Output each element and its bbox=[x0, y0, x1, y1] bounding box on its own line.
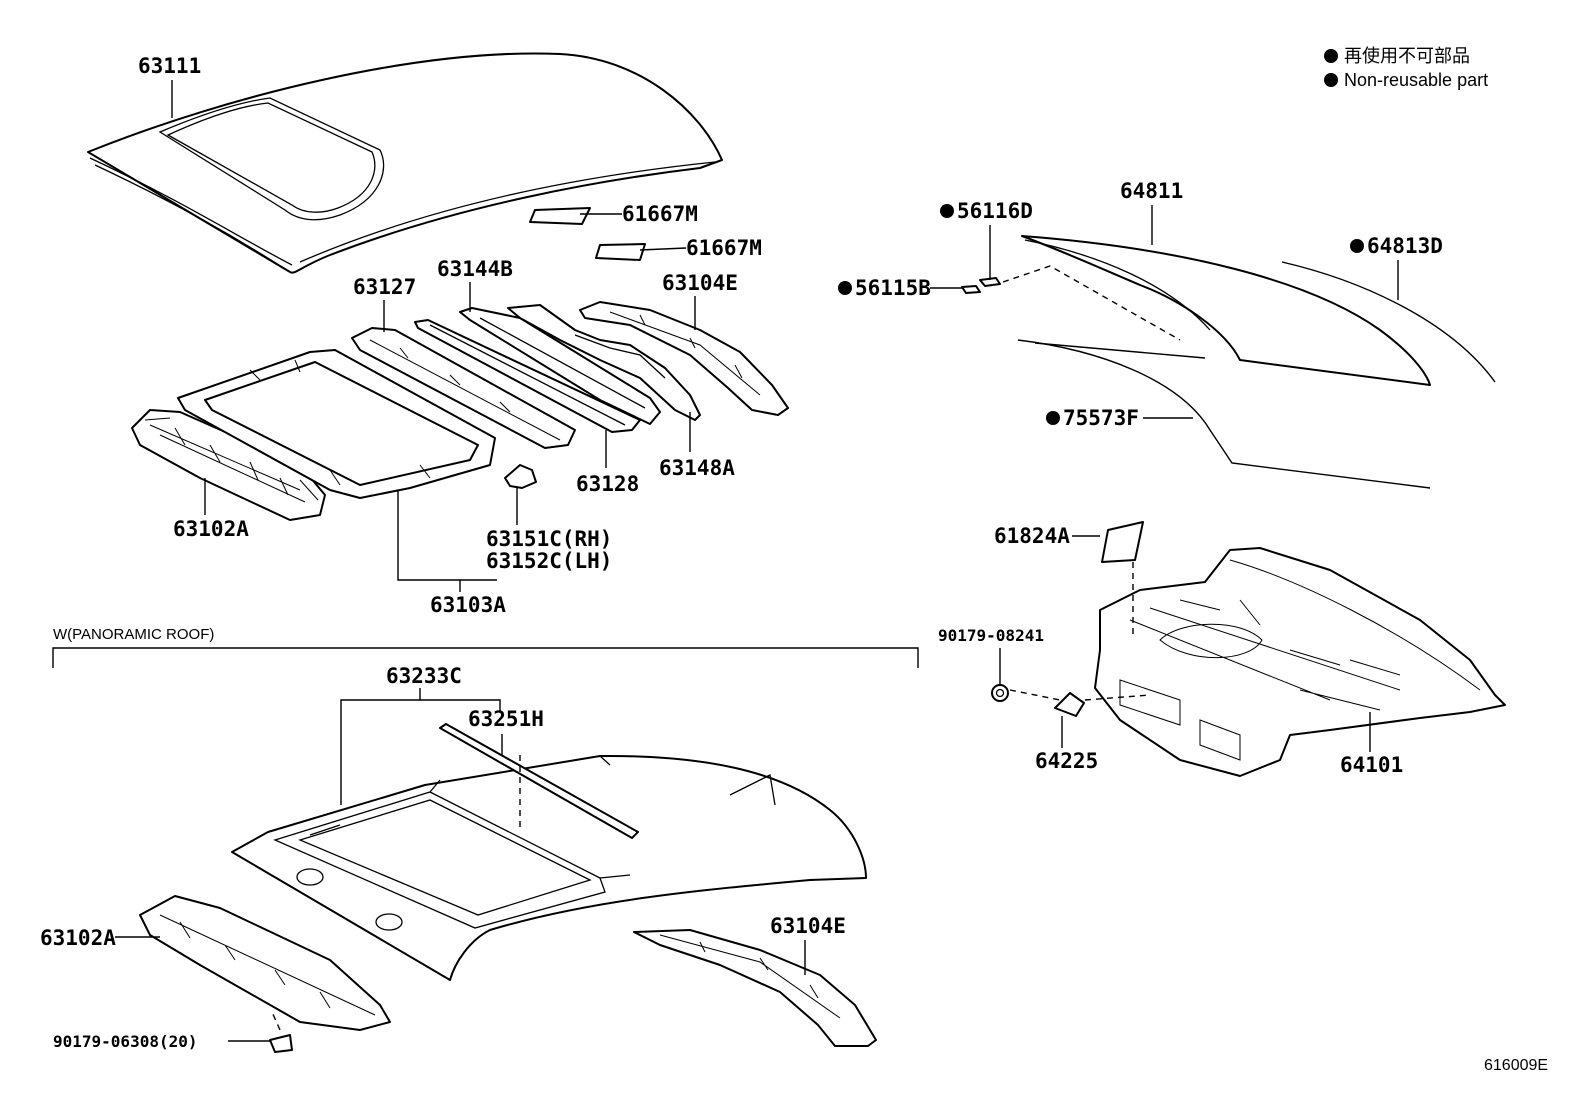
clip-90179-06308[interactable] bbox=[269, 1034, 293, 1053]
sunroof-frame-63103A[interactable] bbox=[177, 349, 496, 499]
non-reusable-dot-icon bbox=[1324, 49, 1338, 63]
bracket-63151C-63152C[interactable] bbox=[504, 464, 537, 489]
roof-rail-63104E-top[interactable] bbox=[579, 301, 789, 416]
leader-lines bbox=[115, 80, 1399, 1042]
dashed-guide bbox=[271, 1011, 281, 1031]
front-header-63102A-top[interactable] bbox=[131, 409, 326, 521]
section-label: W(PANORAMIC ROOF) bbox=[53, 626, 214, 643]
label-64225[interactable]: 64225 bbox=[1035, 749, 1098, 773]
label-63102A-top[interactable]: 63102A bbox=[173, 517, 249, 541]
label-64811[interactable]: 64811 bbox=[1120, 179, 1183, 203]
non-reusable-dot-icon bbox=[1350, 239, 1364, 253]
label-63127[interactable]: 63127 bbox=[353, 275, 416, 299]
label-63102A-bottom[interactable]: 63102A bbox=[40, 926, 116, 950]
legend-jp: 再使用不可部品 bbox=[1344, 46, 1470, 66]
label-64813D[interactable]: 64813D bbox=[1367, 234, 1443, 258]
label-56115B[interactable]: 56115B bbox=[855, 276, 931, 300]
label-61667M-a[interactable]: 61667M bbox=[622, 202, 698, 226]
bracket-64225[interactable] bbox=[1054, 692, 1085, 717]
roof-rail-63104E-bottom[interactable] bbox=[633, 929, 877, 1047]
non-reusable-dot-icon bbox=[1046, 411, 1060, 425]
weatherstrip-63251H[interactable] bbox=[439, 723, 639, 839]
roof-bow-63144B[interactable] bbox=[459, 307, 661, 425]
roof-bow-63127[interactable] bbox=[351, 327, 576, 449]
dashed-guide bbox=[1002, 265, 1181, 341]
label-63111[interactable]: 63111 bbox=[138, 54, 201, 78]
panoramic-section-bracket bbox=[52, 647, 919, 668]
dashed-guide bbox=[1009, 689, 1151, 701]
label-90179-08241[interactable]: 90179-08241 bbox=[938, 626, 1044, 645]
label-63103A[interactable]: 63103A bbox=[430, 593, 506, 617]
label-63251H[interactable]: 63251H bbox=[468, 707, 544, 731]
roof-panel-63111[interactable] bbox=[87, 52, 723, 274]
rear-panel-64101[interactable] bbox=[1094, 547, 1506, 777]
label-63152C[interactable]: 63152C(LH) bbox=[486, 549, 612, 573]
back-window-glass-64811[interactable] bbox=[1021, 235, 1431, 386]
legend-en: Non-reusable part bbox=[1344, 70, 1488, 90]
label-63233C[interactable]: 63233C bbox=[386, 664, 462, 688]
legend: 再使用不可部品 Non-reusable part bbox=[1324, 46, 1488, 90]
non-reusable-dot-icon bbox=[1324, 73, 1338, 87]
label-63104E-bottom[interactable]: 63104E bbox=[770, 914, 846, 938]
label-63144B[interactable]: 63144B bbox=[437, 257, 513, 281]
nut-90179-08241[interactable] bbox=[991, 684, 1009, 702]
pad-61824A[interactable] bbox=[1101, 521, 1144, 563]
roof-bow-63128[interactable] bbox=[414, 319, 641, 433]
label-63104E-top[interactable]: 63104E bbox=[662, 271, 738, 295]
roof-panel-63233C[interactable] bbox=[231, 754, 867, 981]
label-61667M-b[interactable]: 61667M bbox=[686, 236, 762, 260]
pad-61667M-a[interactable] bbox=[529, 207, 591, 225]
label-63148A[interactable]: 63148A bbox=[659, 456, 735, 480]
label-75573F[interactable]: 75573F bbox=[1063, 406, 1139, 430]
label-63151C[interactable]: 63151C(RH) bbox=[486, 527, 612, 551]
label-64101[interactable]: 64101 bbox=[1340, 753, 1403, 777]
label-90179-06308[interactable]: 90179-06308(20) bbox=[53, 1032, 198, 1051]
pad-61667M-b[interactable] bbox=[595, 243, 646, 261]
front-header-63102A-bottom[interactable] bbox=[139, 895, 391, 1031]
non-reusable-dot-icon bbox=[838, 281, 852, 295]
molding-75573F[interactable] bbox=[1017, 339, 1431, 489]
non-reusable-dot-icon bbox=[940, 204, 954, 218]
clip-56115B[interactable] bbox=[961, 285, 981, 294]
diagram-code: 616009E bbox=[1484, 1057, 1548, 1074]
roof-bow-63148A[interactable] bbox=[507, 304, 701, 421]
label-63128[interactable]: 63128 bbox=[576, 472, 639, 496]
molding-64813D[interactable] bbox=[1281, 261, 1496, 383]
label-61824A[interactable]: 61824A bbox=[994, 524, 1070, 548]
label-56116D[interactable]: 56116D bbox=[957, 199, 1033, 223]
